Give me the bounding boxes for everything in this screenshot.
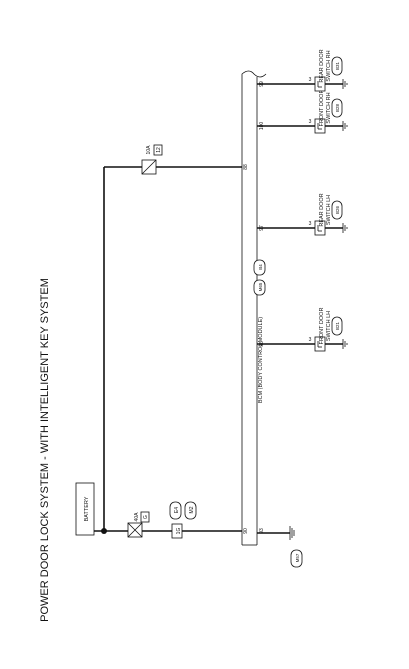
connector-1g: 1G E4 M2 xyxy=(169,501,197,539)
switch-code: B28 xyxy=(335,104,340,113)
fuse-40a-id: G xyxy=(143,515,149,519)
switch-pin: 3 xyxy=(309,77,312,83)
terminal-labels: 90 93 96 97 88 100 99 xyxy=(243,81,265,534)
switch-code: B26 xyxy=(335,206,340,215)
switch-line1: REAR DOOR xyxy=(319,193,325,226)
door-switch-rear-lh: 3 REAR DOOR SWITCH LH B26 xyxy=(309,193,348,236)
terminal-100: 100 xyxy=(259,122,265,131)
switch-line1: FRONT DOOR xyxy=(319,90,325,127)
switch-pin: 3 xyxy=(309,221,312,227)
terminal-90: 90 xyxy=(243,528,249,534)
switch-line2: SWITCH LH xyxy=(326,311,332,341)
switch-line2: SWITCH RH xyxy=(326,92,332,123)
bcm-module: BCM (BODY CONTROL MODULE) M65 B4 xyxy=(241,70,267,546)
ground-code: M57 xyxy=(295,553,300,562)
switch-line1: REAR DOOR xyxy=(319,49,325,82)
switch-pin: 3 xyxy=(309,337,312,343)
fuse-10a: 10A 12 xyxy=(141,144,163,175)
door-switch-front-lh: 3 FRONT DOOR SWITCH LH B21 xyxy=(309,308,348,352)
terminal-93: 93 xyxy=(259,528,265,534)
fuse-40a: 40A G xyxy=(127,511,150,538)
fuse-40a-rating: 40A xyxy=(134,512,140,522)
bcm-label: BCM (BODY CONTROL MODULE) xyxy=(258,317,264,403)
switch-code: B21 xyxy=(335,322,340,331)
connector-code-m2: M2 xyxy=(189,506,195,513)
fuse-10a-id: 12 xyxy=(156,147,162,153)
terminal-99: 99 xyxy=(259,81,265,87)
connector-1g-pin: 1G xyxy=(176,528,182,535)
bcm-code-m65: M65 xyxy=(258,282,263,291)
switch-line2: SWITCH LH xyxy=(326,195,332,225)
switch-line2: SWITCH RH xyxy=(326,50,332,81)
connector-code-e4: E4 xyxy=(174,507,180,513)
battery: BATTERY xyxy=(75,482,95,536)
diagram-title: POWER DOOR LOCK SYSTEM - WITH INTELLIGEN… xyxy=(39,278,51,622)
fuse-10a-rating: 10A xyxy=(146,145,152,155)
door-switch-rear-rh: 3 REAR DOOR SWITCH RH B31 xyxy=(309,49,348,92)
battery-label: BATTERY xyxy=(84,496,90,521)
switch-code: B31 xyxy=(335,62,340,71)
wires xyxy=(94,83,315,534)
terminal-88: 88 xyxy=(243,164,249,170)
bcm-code-b4: B4 xyxy=(258,264,263,270)
terminal-97: 97 xyxy=(259,225,265,231)
door-switch-front-rh: 3 FRONT DOOR SWITCH RH B28 xyxy=(309,90,348,134)
ground-m57: M57 xyxy=(289,526,303,568)
splice-dot xyxy=(101,528,107,534)
switch-pin: 3 xyxy=(309,119,312,125)
terminal-96: 96 xyxy=(259,341,265,347)
switch-line1: FRONT DOOR xyxy=(319,308,325,345)
